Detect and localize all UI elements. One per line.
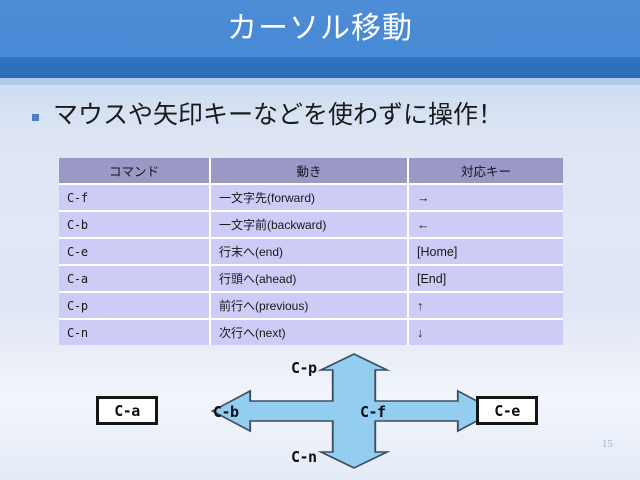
node-c-a: C-a [96,396,158,425]
cell-command: C-e [59,239,211,266]
table-row: C-f 一文字先(forward) → [59,185,563,212]
arrow-label-right: C-f [360,403,386,421]
cell-movement: 次行へ(next) [211,320,409,345]
cell-command: C-n [59,320,211,345]
arrow-label-up: C-p [291,359,317,377]
title-accent-stripe [0,57,640,78]
column-header-command: コマンド [59,158,211,185]
table-row: C-b 一文字前(backward) ← [59,212,563,239]
table-row: C-a 行頭へ(ahead) [End] [59,266,563,293]
table-header-row: コマンド 動き 対応キー [59,158,563,185]
title-under-band [0,78,640,85]
cell-key: ↑ [409,293,563,320]
node-c-e: C-e [476,396,538,425]
cell-command: C-p [59,293,211,320]
column-header-movement: 動き [211,158,409,185]
cell-movement: 行頭へ(ahead) [211,266,409,293]
arrow-label-left: C-b [213,403,239,421]
cell-movement: 一文字先(forward) [211,185,409,212]
bullet-row: マウスや矢印キーなどを使わずに操作！ [32,98,503,132]
cell-key: [Home] [409,239,563,266]
table-row: C-e 行末へ(end) [Home] [59,239,563,266]
cell-key: → [409,185,563,212]
cell-movement: 前行へ(previous) [211,293,409,320]
cell-key: ← [409,212,563,239]
cell-movement: 行末へ(end) [211,239,409,266]
table-row: C-n 次行へ(next) ↓ [59,320,563,345]
square-bullet-icon [32,113,39,121]
cell-command: C-a [59,266,211,293]
cell-command: C-f [59,185,211,212]
arrow-label-down: C-n [291,448,317,466]
page-number: 15 [602,438,613,450]
title-band [0,0,640,57]
slide-title: カーソル移動 [227,12,413,45]
command-table: コマンド 動き 対応キー C-f 一文字先(forward) → C-b 一文字… [59,158,563,345]
column-header-key: 対応キー [409,158,563,185]
cell-key: ↓ [409,320,563,345]
cell-command: C-b [59,212,211,239]
cursor-movement-diagram: C-a C-e C-p C-n C-b C-f [88,352,552,478]
table-row: C-p 前行へ(previous) ↑ [59,293,563,320]
cell-movement: 一文字前(backward) [211,212,409,239]
bullet-text: マウスや矢印キーなどを使わずに操作！ [53,101,504,129]
cell-key: [End] [409,266,563,293]
